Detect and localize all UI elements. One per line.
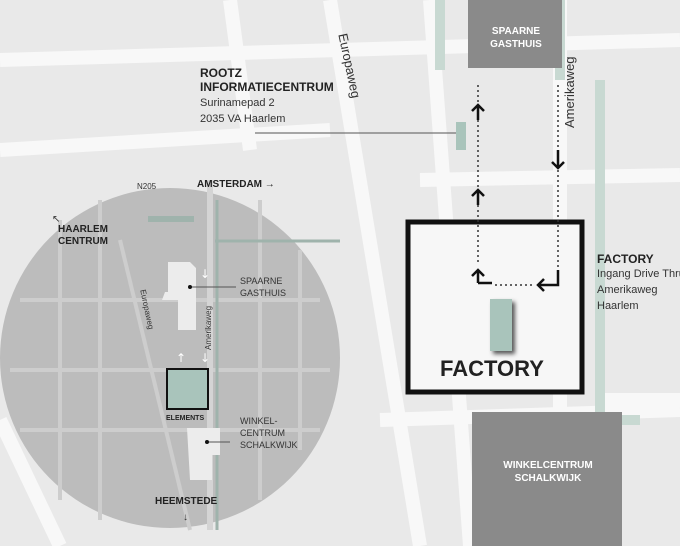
- inset-winkel-1: WINKEL-: [240, 416, 278, 426]
- inset-amerikaweg-label: Amerikaweg: [204, 305, 213, 350]
- rootz-address-1: Surinamepad 2: [200, 97, 275, 109]
- amerikaweg-road-label: Amerikaweg: [562, 56, 577, 128]
- inset-winkel-2: CENTRUM: [240, 428, 285, 438]
- n205-label: N205: [137, 182, 157, 191]
- heemstede-label: HEEMSTEDE: [155, 496, 218, 507]
- factory-line-3: Haarlem: [597, 300, 639, 312]
- factory-title: FACTORY: [597, 252, 654, 266]
- svg-text:↑: ↑: [176, 351, 186, 365]
- elements-label: ELEMENTS: [166, 415, 205, 422]
- spaarne-gasthuis-label: SPAARNE GASTHUIS: [490, 26, 542, 50]
- rootz-address-2: 2035 VA Haarlem: [200, 113, 286, 125]
- haarlem-arrow-icon: ↖: [52, 214, 61, 225]
- svg-text:↓: ↓: [200, 267, 210, 281]
- haarlem-label-1: HAARLEM: [58, 224, 108, 235]
- inset-winkel-3: SCHALKWIJK: [240, 440, 298, 450]
- rootz-subtitle: INFORMATIECENTRUM: [200, 80, 334, 94]
- winkelcentrum-label: WINKELCENTRUM SCHALKWIJK: [503, 460, 593, 484]
- svg-text:↓: ↓: [200, 351, 210, 365]
- inset-spaarne-2: GASTHUIS: [240, 288, 287, 298]
- amsterdam-label: AMSTERDAM →: [197, 179, 275, 190]
- inset-spaarne-1: SPAARNE: [240, 276, 283, 286]
- heemstede-arrow-icon: ↓: [183, 512, 188, 523]
- rootz-title: ROOTZ: [200, 66, 242, 80]
- factory-line-2: Amerikaweg: [597, 284, 658, 296]
- haarlem-label-2: CENTRUM: [58, 236, 108, 247]
- factory-line-1: Ingang Drive Thru: [597, 268, 680, 280]
- factory-box-label: FACTORY: [440, 356, 544, 381]
- elements-building: [166, 368, 209, 410]
- inset-circle: [0, 188, 340, 528]
